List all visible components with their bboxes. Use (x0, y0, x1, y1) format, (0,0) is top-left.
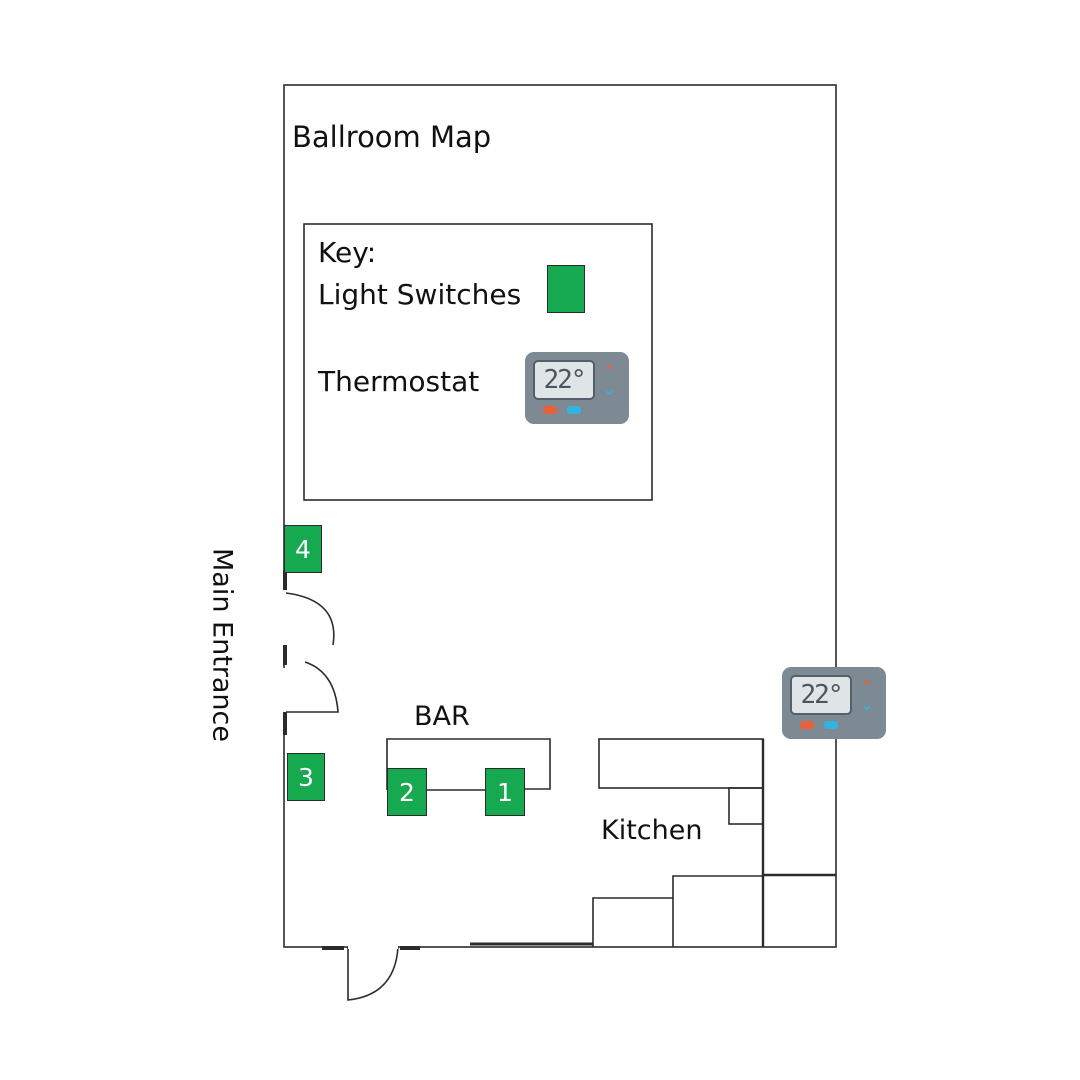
door-swing-icon (347, 946, 399, 1001)
cool-indicator (567, 406, 581, 414)
bar-counter (386, 738, 551, 790)
kitchen-steps (592, 875, 763, 947)
thermostat-right-wall[interactable]: 22° ⌃ ⌄ (782, 667, 886, 739)
key-box (303, 223, 653, 501)
light-switch-3[interactable]: 3 (287, 753, 325, 801)
door-swing-icon (286, 661, 339, 713)
light-switch-4[interactable]: 4 (284, 525, 322, 573)
key-thermostat-label: Thermostat (318, 365, 480, 398)
chevron-down-icon: ⌄ (603, 380, 617, 399)
bar-label: BAR (414, 701, 470, 732)
key-light-switches-label: Light Switches (318, 278, 522, 311)
heat-indicator (800, 721, 814, 729)
cool-indicator (824, 721, 838, 729)
main-entrance-label: Main Entrance (206, 547, 238, 743)
kitchen-label: Kitchen (601, 815, 703, 846)
chevron-up-icon: ⌃ (603, 362, 617, 381)
heat-indicator (543, 406, 557, 414)
light-switch-icon (547, 265, 585, 313)
ballroom-outline (283, 84, 837, 948)
door-swing-icon (285, 592, 335, 646)
chevron-down-icon: ⌄ (860, 695, 874, 714)
kitchen-counter (598, 738, 764, 789)
chevron-up-icon: ⌃ (860, 677, 874, 696)
page-title: Ballroom Map (292, 120, 492, 154)
thermostat-icon: 22° ⌃ ⌄ (525, 352, 629, 424)
thermostat-display: 22° (790, 675, 852, 715)
kitchen-cabinet (728, 787, 764, 825)
light-switch-2[interactable]: 2 (387, 768, 427, 816)
light-switch-1[interactable]: 1 (485, 768, 525, 816)
thermostat-display: 22° (533, 360, 595, 400)
key-heading: Key: (318, 236, 377, 269)
